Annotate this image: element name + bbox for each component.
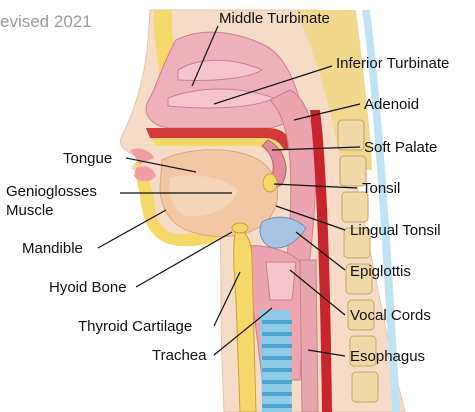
label-tongue: Tongue — [63, 150, 112, 167]
corner-text: evised 2021 — [0, 12, 92, 31]
label-middle-turbinate: Middle Turbinate — [219, 10, 330, 27]
label-tonsil: Tonsil — [362, 180, 400, 197]
label-hyoid-bone: Hyoid Bone — [49, 279, 127, 296]
hyoid-shape — [232, 223, 248, 233]
label-lingual-tonsil: Lingual Tonsil — [350, 222, 441, 239]
label-inferior-turbinate: Inferior Turbinate — [336, 55, 449, 72]
label-epiglottis: Epiglottis — [350, 263, 411, 280]
tonsil-shape — [263, 174, 277, 192]
label-mandible: Mandible — [22, 240, 83, 257]
trachea-rings — [260, 310, 292, 412]
label-adenoid: Adenoid — [364, 96, 419, 113]
esophagus-shape — [300, 260, 318, 412]
label-genioglossus-1: Genioglosses — [6, 183, 97, 200]
label-trachea: Trachea — [152, 347, 207, 364]
label-esophagus: Esophagus — [350, 348, 425, 365]
label-vocal-cords: Vocal Cords — [350, 307, 431, 324]
vocal-cords-shape — [266, 262, 296, 300]
label-genioglossus-2: Muscle — [6, 202, 54, 219]
label-soft-palate: Soft Palate — [364, 139, 437, 156]
label-thyroid-cartilage: Thyroid Cartilage — [78, 318, 192, 335]
